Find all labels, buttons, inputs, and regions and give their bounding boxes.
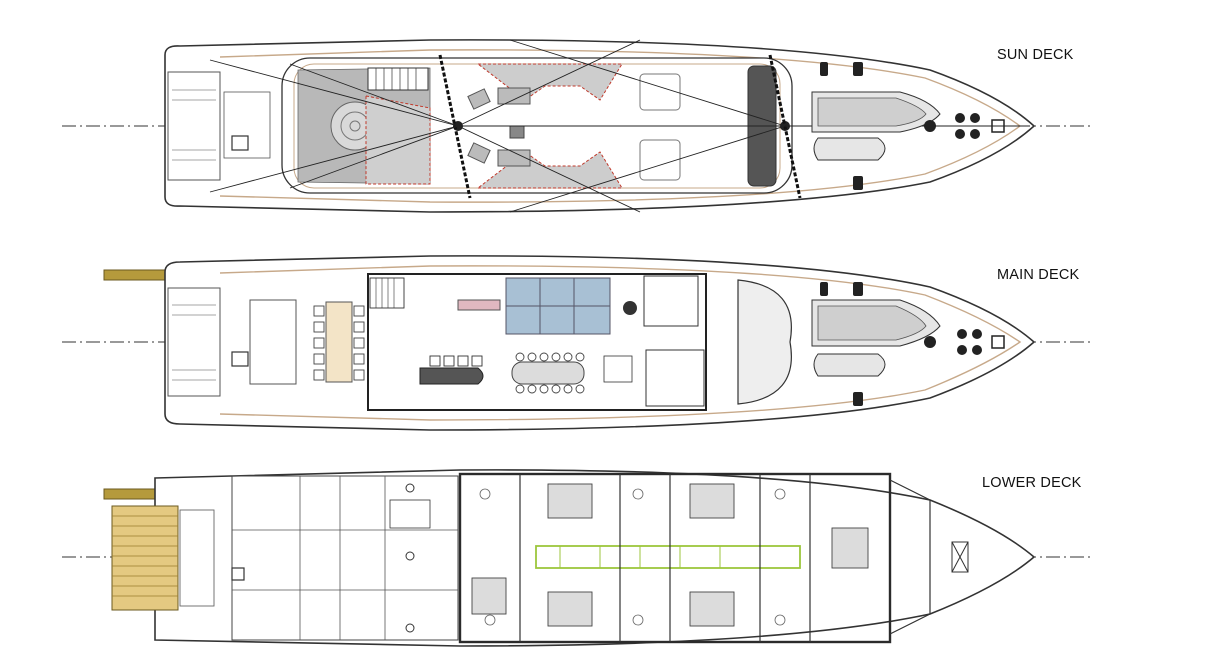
guest-bed-3 — [689, 483, 735, 519]
forward-cabin — [889, 479, 931, 635]
main-deck-cabin — [645, 349, 705, 407]
lower-deck-label: LOWER DECK — [982, 475, 1082, 491]
sun-deck-label: SUN DECK — [997, 47, 1074, 63]
sun-deck-bar — [639, 73, 681, 111]
salon-bar-counter — [419, 367, 484, 385]
main-deck-aft-platform — [167, 287, 221, 397]
guest-accommodation — [458, 472, 892, 644]
crew-quarters — [231, 475, 459, 641]
guest-bed-4 — [689, 591, 735, 627]
guest-bed-1 — [547, 483, 593, 519]
teak-swim-platform — [111, 505, 179, 611]
guest-bed-5 — [471, 577, 507, 615]
aft-dining-table — [325, 301, 353, 383]
lower-deck-hull-outline — [154, 469, 1036, 647]
sun-deck-aft-console — [223, 91, 271, 159]
main-salon-walls — [367, 273, 707, 411]
sun-deck-stairs — [367, 67, 429, 91]
main-deck-hull-inner — [219, 265, 1022, 421]
galley-block — [643, 275, 699, 327]
lower-deck-plan — [62, 469, 1092, 647]
main-deck-stairs — [369, 277, 405, 309]
aft-deck-sofa — [249, 299, 297, 385]
main-deck-plan — [62, 255, 1092, 431]
guest-bed-2 — [547, 591, 593, 627]
sun-deck-aft-platform — [167, 71, 221, 181]
main-deck-label: MAIN DECK — [997, 267, 1080, 283]
wheelhouse-windscreen — [737, 279, 792, 405]
pantry-counter — [457, 299, 501, 311]
crew-stairs — [389, 499, 431, 529]
sun-deck-plan — [62, 39, 1092, 213]
master-bed — [831, 527, 869, 569]
guest-corridor — [535, 545, 801, 569]
salon-dining-table — [511, 361, 585, 385]
